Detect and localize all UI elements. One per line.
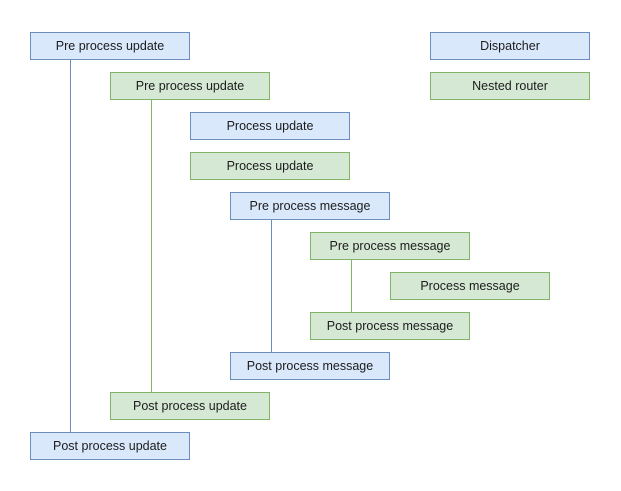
node-label: Process update: [226, 118, 314, 133]
node-post-process-update-dispatcher: Post process update: [30, 432, 190, 460]
legend-label-dispatcher: Dispatcher: [480, 38, 540, 53]
node-post-process-message-dispatcher: Post process message: [230, 352, 390, 380]
node-label: Pre process message: [329, 238, 451, 253]
node-label: Pre process update: [135, 78, 245, 93]
connector-dispatcher-message: [271, 220, 272, 352]
node-pre-process-message-nested-router: Pre process message: [310, 232, 470, 260]
connector-nested-router-outer: [151, 100, 152, 392]
node-pre-process-update-dispatcher: Pre process update: [30, 32, 190, 60]
node-label: Post process update: [53, 438, 167, 453]
node-label: Post process message: [246, 358, 374, 373]
node-process-message-nested-router: Process message: [390, 272, 550, 300]
legend-item-nested-router: Nested router: [430, 72, 590, 100]
legend-item-dispatcher: Dispatcher: [430, 32, 590, 60]
node-label: Process message: [420, 278, 520, 293]
connector-dispatcher-outer: [70, 60, 71, 432]
node-label: Pre process message: [249, 198, 371, 213]
node-label: Process update: [226, 158, 314, 173]
legend-label-nested-router: Nested router: [472, 78, 548, 93]
node-label: Post process update: [133, 398, 247, 413]
node-process-update-dispatcher: Process update: [190, 112, 350, 140]
node-label: Pre process update: [55, 38, 165, 53]
node-label: Post process message: [326, 318, 454, 333]
connector-nested-router-message: [351, 260, 352, 312]
node-process-update-nested-router: Process update: [190, 152, 350, 180]
node-post-process-update-nested-router: Post process update: [110, 392, 270, 420]
node-pre-process-message-dispatcher: Pre process message: [230, 192, 390, 220]
node-post-process-message-nested-router: Post process message: [310, 312, 470, 340]
node-pre-process-update-nested-router: Pre process update: [110, 72, 270, 100]
